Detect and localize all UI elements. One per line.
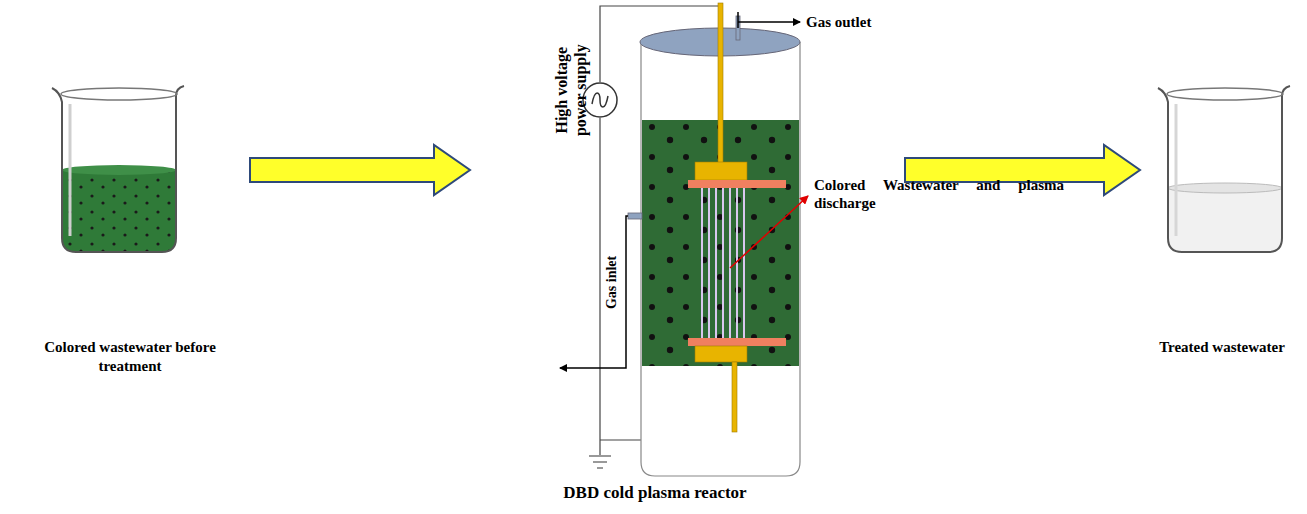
- illustrated-stage: Colored wastewater before treatment: [20, 80, 250, 380]
- illustrated-stage: Treated wastewater: [1140, 80, 1300, 380]
- gas-inlet-line: [560, 216, 628, 368]
- stage-caption: DBD cold plasma reactor: [563, 482, 746, 503]
- stage-caption: Treated wastewater: [1159, 338, 1285, 357]
- part-label: Gas outlet: [806, 13, 871, 31]
- part-label: Gas inlet: [604, 255, 621, 308]
- illustrated-stage: DBD cold plasma reactor: [470, 8, 905, 508]
- beaker-after: [1158, 86, 1290, 252]
- reactor-vessel: [628, 16, 800, 476]
- ground-symbol: [589, 456, 611, 468]
- leader-line: [730, 196, 808, 268]
- electrodes: [688, 3, 786, 432]
- beaker-before: [52, 86, 184, 252]
- gas-outlet-line: [738, 12, 800, 28]
- part-label: Colored Wastewater and plasma discharge: [814, 176, 1064, 212]
- part-label: High voltage power supply: [552, 29, 590, 151]
- flow-arrow: [250, 145, 470, 195]
- stage-caption: Colored wastewater before treatment: [20, 338, 240, 376]
